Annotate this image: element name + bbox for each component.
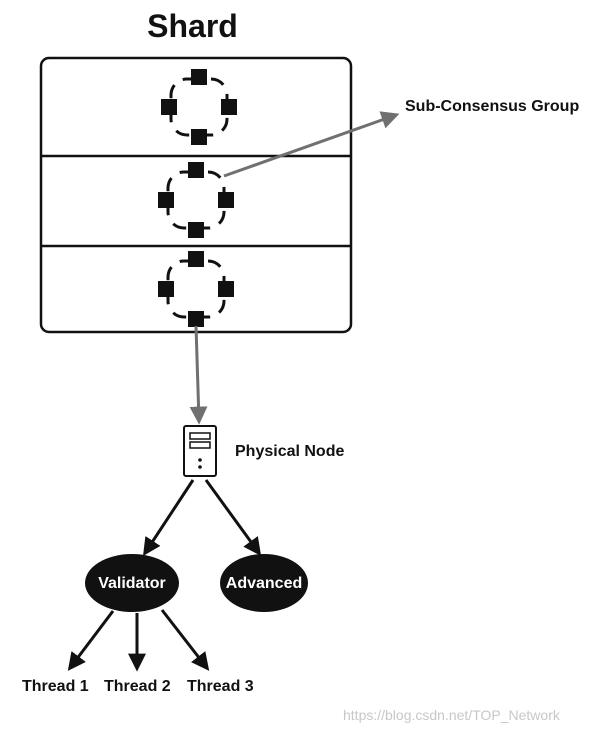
validator-label: Validator	[98, 575, 166, 592]
thread3-arrow	[160, 609, 210, 671]
shard-title: Shard	[147, 8, 238, 44]
advanced-ellipse	[220, 554, 308, 612]
sub-consensus-arrow	[223, 111, 400, 178]
thread-3-label: Thread 3	[187, 678, 254, 695]
thread1-arrow	[67, 610, 115, 671]
thread-2-label: Thread 2	[104, 678, 171, 695]
consensus-group-3	[158, 251, 234, 327]
consensus-group-1	[161, 69, 237, 145]
sub-consensus-group-label: Sub-Consensus Group	[405, 98, 580, 115]
validator-arrow	[143, 479, 195, 557]
thread-1-label: Thread 1	[22, 678, 89, 695]
watermark: https://blog.csdn.net/TOP_Network	[343, 707, 560, 723]
physical-node-label: Physical Node	[235, 443, 345, 460]
server-icon	[183, 425, 217, 477]
validator-ellipse	[85, 554, 179, 612]
advanced-label: Advanced	[225, 575, 303, 592]
node-arrow	[189, 325, 208, 425]
consensus-group-2	[158, 162, 234, 238]
advanced-arrow	[204, 479, 262, 556]
shard-container	[39, 56, 353, 334]
